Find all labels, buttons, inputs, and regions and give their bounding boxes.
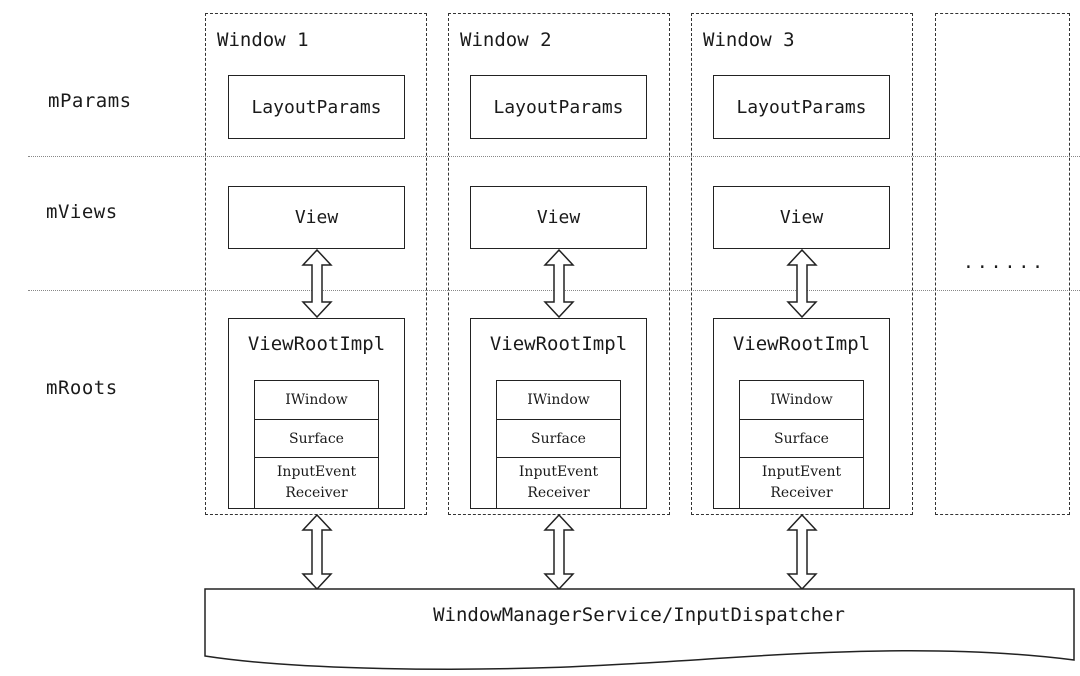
row-label-mviews: mViews (46, 201, 118, 223)
window-title: Window 2 (460, 29, 552, 51)
iwindow-cell: IWindow (740, 381, 863, 420)
window-frame-1 (205, 13, 427, 515)
view-box: View (470, 186, 647, 249)
surface-cell: Surface (255, 420, 378, 458)
input-event-receiver-cell: InputEvent Receiver (761, 464, 842, 501)
view-root-components: IWindow Surface InputEvent Receiver (739, 380, 864, 509)
input-event-receiver-cell: InputEvent Receiver (518, 464, 599, 501)
window-manager-service-shape (204, 588, 1075, 671)
row-divider (28, 156, 1080, 157)
double-arrow-icon (543, 514, 575, 590)
double-arrow-icon (786, 249, 818, 318)
row-label-mparams: mParams (48, 90, 132, 112)
iwindow-cell: IWindow (255, 381, 378, 420)
view-root-impl-label: ViewRootImpl (247, 333, 386, 355)
input-event-receiver-cell: InputEvent Receiver (276, 464, 357, 501)
surface-cell: Surface (740, 420, 863, 458)
view-root-components: IWindow Surface InputEvent Receiver (254, 380, 379, 509)
double-arrow-icon (301, 249, 333, 318)
more-windows-ellipsis: ...... (963, 252, 1047, 273)
window-title: Window 3 (703, 29, 795, 51)
view-root-impl-box: ViewRootImpl IWindow Surface InputEvent … (713, 318, 890, 509)
iwindow-cell: IWindow (497, 381, 620, 420)
layout-params-box: LayoutParams (228, 75, 405, 139)
window-frame-more (935, 13, 1070, 515)
row-label-mroots: mRoots (46, 377, 118, 399)
view-root-impl-label: ViewRootImpl (489, 333, 628, 355)
window-manager-service-label: WindowManagerService/InputDispatcher (433, 604, 845, 626)
view-root-impl-label: ViewRootImpl (732, 333, 871, 355)
window-title: Window 1 (217, 29, 309, 51)
double-arrow-icon (301, 514, 333, 590)
layout-params-box: LayoutParams (713, 75, 890, 139)
layout-params-box: LayoutParams (470, 75, 647, 139)
double-arrow-icon (786, 514, 818, 590)
view-root-impl-box: ViewRootImpl IWindow Surface InputEvent … (228, 318, 405, 509)
view-box: View (228, 186, 405, 249)
surface-cell: Surface (497, 420, 620, 458)
view-root-impl-box: ViewRootImpl IWindow Surface InputEvent … (470, 318, 647, 509)
view-root-components: IWindow Surface InputEvent Receiver (496, 380, 621, 509)
double-arrow-icon (543, 249, 575, 318)
view-box: View (713, 186, 890, 249)
